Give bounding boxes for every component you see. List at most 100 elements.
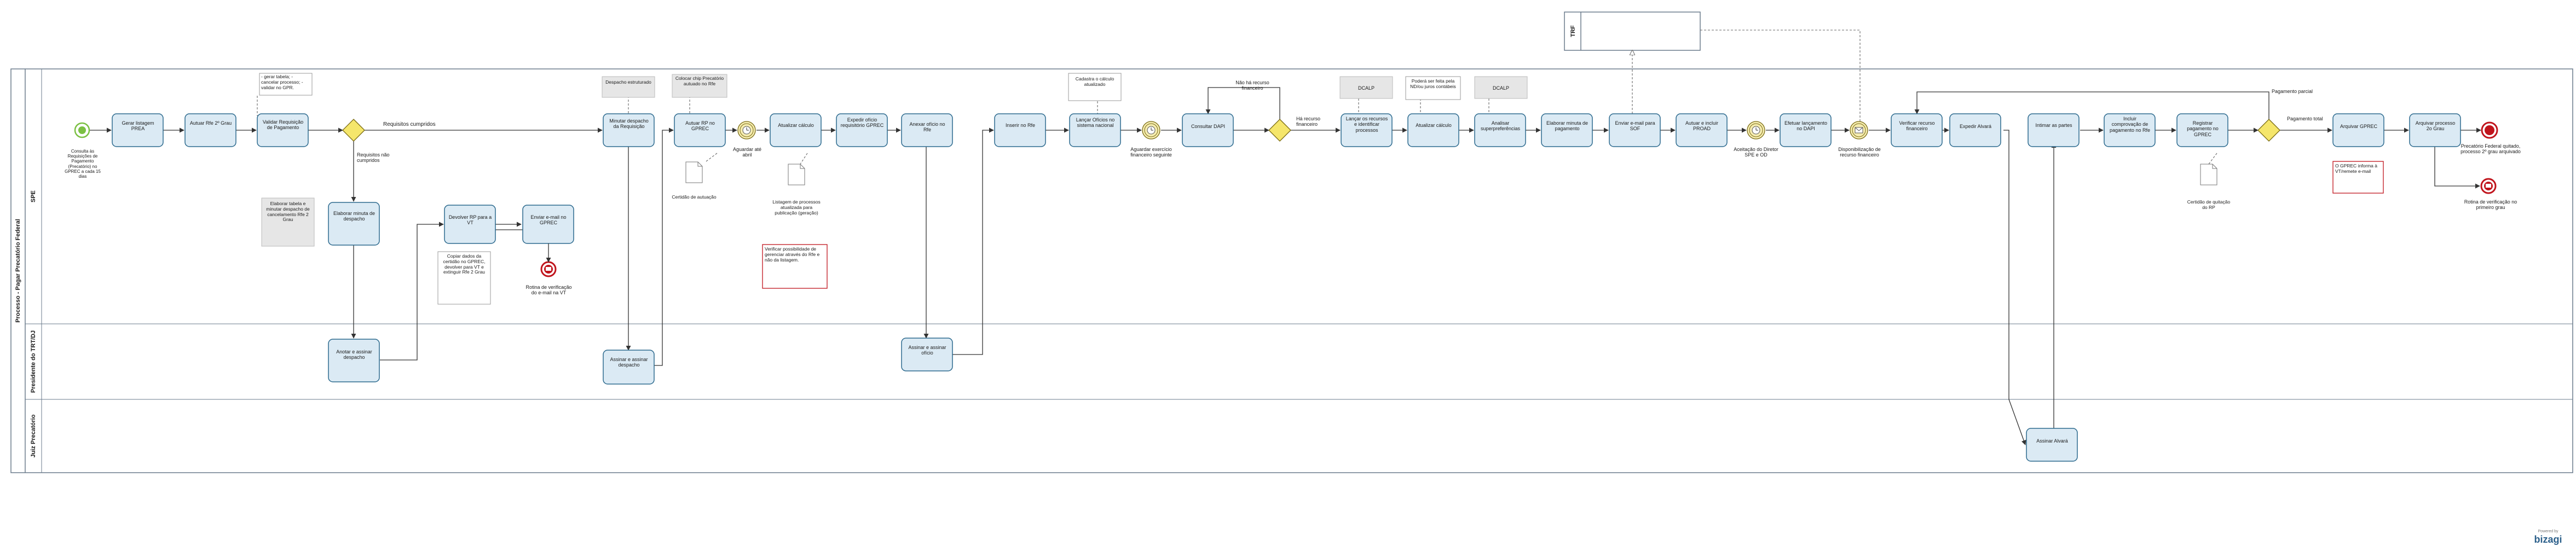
task-label: Assinar e assinar ofício	[908, 345, 946, 356]
task-atualizar-calculo-2[interactable]: Atualizar cálculo	[1407, 113, 1459, 147]
start-event: Consulta às Requisições de Pagamento (Pr…	[65, 122, 101, 179]
end-events: Rotina de verificação do e-mail na VT Pr…	[525, 121, 2521, 296]
task-validar-requisicao[interactable]: Validar Requisição de Pagamento	[257, 113, 309, 147]
task-arquivar-gprec[interactable]: Arquivar GPREC	[2332, 113, 2384, 147]
task-label: Arquivar processo 2o Grau	[2415, 120, 2456, 132]
task-expedir-alvara[interactable]: Expedir Alvará	[1949, 113, 2001, 147]
gateway-label-parcial: Pagamento parcial	[2272, 89, 2313, 94]
annotations: - gerar tabela; - cancelar processo; - v…	[259, 73, 2384, 305]
gateway-label-no: Requisitos não cumpridos	[357, 152, 390, 164]
task-label: Registrar pagamento no GPREC	[2187, 120, 2219, 137]
task-gerar-listagem[interactable]: Gerar listagem PREA	[112, 113, 164, 147]
task-expedir-oficio[interactable]: Expedir ofício requisitório GPREC	[836, 113, 888, 147]
task-efetuar-lancamento-dapi[interactable]: Efetuar lançamento no DAPI	[1780, 113, 1832, 147]
end-label-primeiro-grau: Rotina de verificação no primeiro grau	[2464, 199, 2517, 211]
task-enviar-email-gprec[interactable]: Enviar e-mail no GPREC	[522, 205, 574, 244]
task-atualizar-calculo-1[interactable]: Atualizar cálculo	[770, 113, 822, 147]
svg-text:Powered by: Powered by	[2538, 530, 2558, 533]
task-elaborar-minuta[interactable]: Elaborar minuta de despacho	[328, 202, 380, 246]
timer-event-abril	[737, 121, 756, 140]
annotation-verificar-possibilidade: Verificar possibilidade de gerenciar atr…	[762, 244, 828, 289]
timer-event-aceitacao	[1747, 121, 1765, 140]
end-event-quitado	[2481, 121, 2498, 139]
external-pool-label: TRF	[1570, 25, 1576, 37]
task-label: Autuar Rfe 2º Grau	[189, 120, 232, 126]
task-label: Atualizar cálculo	[1416, 123, 1452, 128]
task-elaborar-minuta-pagamento[interactable]: Elaborar minuta de pagamento	[1541, 113, 1593, 147]
task-label: Anexar ofício no Rfe	[909, 121, 945, 133]
task-label: Lançar Ofícios no sistema nacional	[1076, 117, 1115, 129]
task-autuar-rfe[interactable]: Autuar Rfe 2º Grau	[184, 113, 236, 147]
task-label: Incluir comprovação de pagamento no Rfe	[2109, 116, 2151, 133]
task-devolver-rp[interactable]: Devolver RP para a VT	[444, 205, 496, 244]
tasks: Gerar listagem PREA Autuar Rfe 2º Grau V…	[112, 113, 2461, 462]
gateway-label-total: Pagamento total	[2287, 116, 2323, 121]
task-assinar-despacho-presidente[interactable]: Assinar e assinar despacho	[603, 350, 655, 385]
end-event-primeiro-grau	[2480, 178, 2497, 194]
task-registrar-pagamento[interactable]: Registrar pagamento no GPREC	[2176, 113, 2228, 147]
gateway-pagamento[interactable]	[2257, 119, 2280, 142]
message-event-disponibilizacao	[1850, 121, 1868, 140]
task-inserir-rfe[interactable]: Inserir no Rfe	[994, 113, 1046, 147]
lane-label-juiz: Juiz Precatório	[30, 414, 37, 457]
task-label: Elaborar minuta de pagamento	[1546, 120, 1589, 132]
task-consultar-dapi[interactable]: Consultar DAPI	[1182, 113, 1234, 147]
task-label: Lançar os recursos e identificar process…	[1345, 116, 1388, 133]
task-intimar-partes[interactable]: Intimar as partes	[2028, 113, 2080, 147]
annotation-copiar-dados: Copiar dados da certidão no GPREC, devol…	[437, 251, 491, 305]
external-pool-trf: TRF	[1564, 11, 1701, 51]
task-enviar-email-sof[interactable]: Enviar e-mail para SOF	[1609, 113, 1661, 147]
lane-label-spe: SPE	[30, 190, 37, 202]
task-label: Assinar Alvará	[2036, 438, 2068, 444]
task-label: Intimar as partes	[2035, 123, 2072, 128]
message-flows	[257, 30, 2217, 165]
gateway-label-no-recurso: Não há recurso financeiro	[1235, 80, 1269, 91]
task-verificar-recurso[interactable]: Verificar recurso financeiro	[1891, 113, 1943, 147]
task-assinar-oficio[interactable]: Assinar e assinar ofício	[901, 338, 953, 371]
svg-text:DCALP: DCALP	[1358, 85, 1374, 91]
timer-label-exercicio: Aguardar exercício financeiro seguinte	[1130, 147, 1172, 158]
task-label: Verificar recurso financeiro	[1899, 120, 1935, 132]
task-arquivar-processo[interactable]: Arquivar processo 2o Grau	[2409, 113, 2461, 147]
timer-label-abril: Aguardar até abril	[732, 147, 762, 158]
gateways: Requisitos cumpridos Requisitos não cump…	[342, 80, 2323, 164]
task-label: Elaborar minuta de despacho	[333, 211, 376, 222]
gateway-requisitos[interactable]	[342, 119, 365, 142]
task-assinar-alvara[interactable]: Assinar Alvará	[2026, 428, 2078, 462]
start-event-label: Consulta às Requisições de Pagamento (Pr…	[65, 149, 101, 179]
annotation-dcalp-2: DCALP	[1474, 76, 1528, 99]
task-incluir-comprovacao[interactable]: Incluir comprovação de pagamento no Rfe	[2104, 113, 2156, 147]
sequence-flows	[89, 87, 2481, 445]
task-anexar-oficio[interactable]: Anexar ofício no Rfe	[901, 113, 953, 147]
annotation-cadastra-calculo: Cadastra o cálculo atualizado	[1068, 73, 1122, 101]
annotation-gprec-informa: O GPREC informa à VT/remete e-mail	[2332, 161, 2384, 194]
task-label: Consultar DAPI	[1191, 124, 1226, 129]
task-label: Gerar listagem PREA	[122, 120, 154, 132]
task-lancar-oficios[interactable]: Lançar Ofícios no sistema nacional	[1069, 113, 1121, 147]
task-label: Arquivar GPREC	[2340, 124, 2378, 129]
annotation-elaborar-tabela: Elaborar tabela e minutar despacho de ca…	[261, 197, 315, 247]
document-listagem-processos	[788, 164, 805, 185]
task-minutar-despacho[interactable]: Minutar despacho da Requisição	[603, 113, 655, 147]
task-lancar-recursos[interactable]: Lançar os recursos e identificar process…	[1341, 113, 1393, 147]
document-certidao-autuacao	[685, 161, 703, 183]
document-label: Certidão de quitação do RP	[2187, 200, 2231, 210]
end-label-email-vt: Rotina de verificação do e-mail na VT	[525, 284, 572, 296]
annotation-gerar-tabela: - gerar tabela; - cancelar processo; - v…	[259, 73, 313, 96]
annotation-colocar-chip: Colocar chip Precatório autuado no Rfe	[672, 74, 727, 98]
documents: Certidão de autuação Listagem de process…	[672, 161, 2231, 215]
task-autuar-proad[interactable]: Autuar e incluir PROAD	[1676, 113, 1728, 147]
task-analisar-superpreferencias[interactable]: Analisar superpreferências	[1474, 113, 1526, 147]
end-event-email-vt	[540, 261, 557, 277]
annotation-despacho: Despacho estruturado	[602, 76, 655, 98]
bizagi-logo: Powered by bizagi	[2534, 530, 2562, 545]
task-autuar-rp-gprec[interactable]: Autuar RP no GPREC	[674, 113, 726, 147]
task-label: Atualizar cálculo	[778, 123, 814, 128]
task-label: Assinar e assinar despacho	[610, 357, 648, 368]
task-label: Devolver RP para a VT	[448, 214, 492, 226]
task-anotar-assinar-despacho[interactable]: Anotar e assinar despacho	[328, 339, 380, 382]
gateway-label-ha-recurso: Há recurso financeiro	[1296, 116, 1321, 127]
gateway-recurso[interactable]	[1268, 119, 1291, 142]
pool-label: Processo - Pagar Precatório Federal	[15, 219, 21, 323]
